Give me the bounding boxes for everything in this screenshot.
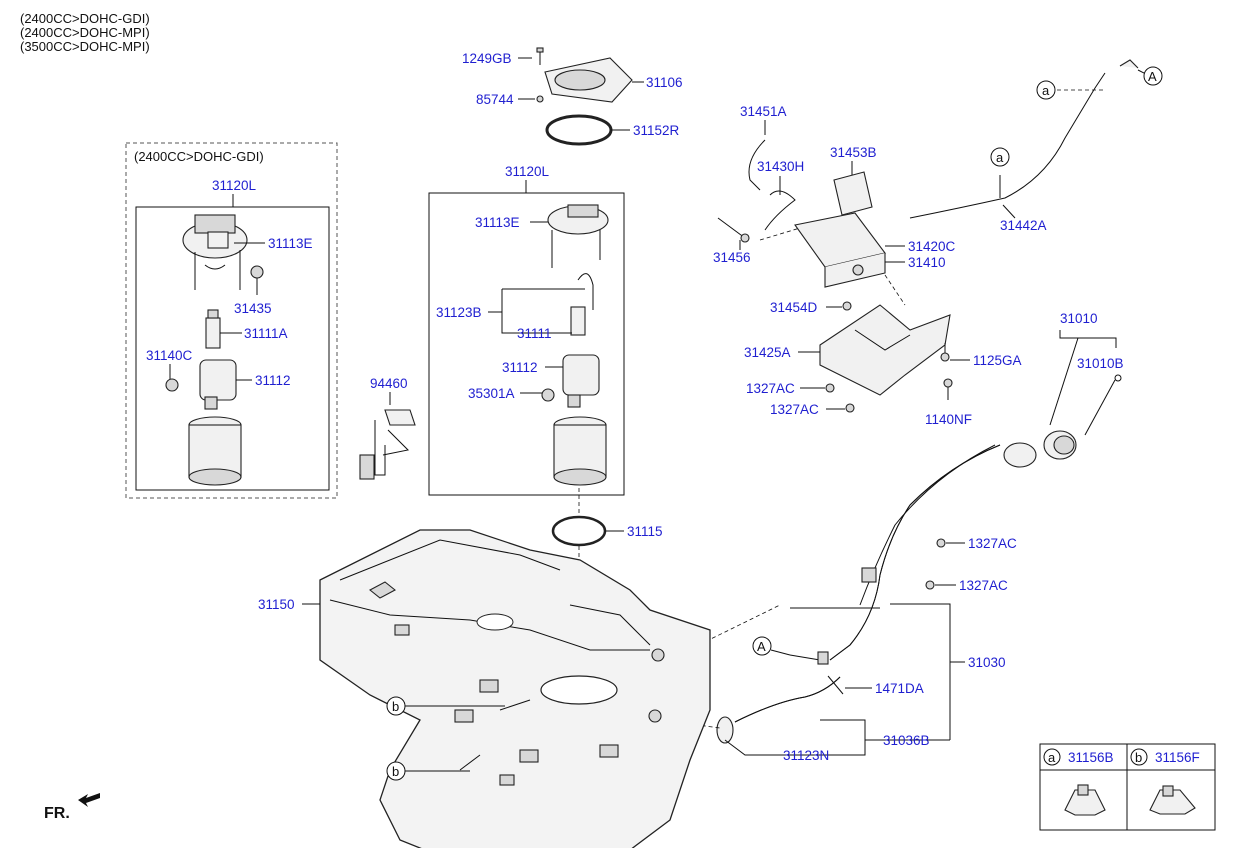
part-1327AC-1[interactable]: 1327AC (746, 381, 795, 396)
hose-31430H (764, 190, 796, 231)
part-94460[interactable]: 94460 (370, 376, 408, 391)
plate-31106 (544, 57, 633, 103)
bolt-1249GB (536, 47, 544, 65)
filter-31453B (833, 171, 873, 216)
engine-variants: (2400CC>DOHC-GDI) (2400CC>DOHC-MPI) (350… (20, 12, 150, 54)
front-label: FR. (44, 805, 70, 822)
gasket-31115 (551, 515, 607, 547)
part-1140NF[interactable]: 1140NF (925, 412, 972, 427)
vapor-tube-31442A (909, 72, 1106, 219)
part-31112-left[interactable]: 31112 (255, 373, 291, 388)
engine-variant-1: (2400CC>DOHC-GDI) (20, 11, 150, 26)
ref-A-bottom: A (757, 639, 766, 654)
part-31111[interactable]: 31111 (517, 326, 552, 341)
ref-a-mid: a (996, 150, 1004, 165)
filter-mid (570, 273, 594, 336)
valve-left (165, 378, 179, 392)
part-1327AC-3[interactable]: 1327AC (968, 536, 1017, 551)
bolt-1140NF (943, 378, 953, 400)
part-31430H[interactable]: 31430H (757, 159, 804, 174)
ring-31152R (545, 114, 613, 146)
left-group-dashed-frame (125, 142, 338, 499)
part-31420C[interactable]: 31420C (908, 239, 956, 254)
part-31030[interactable]: 31030 (968, 655, 1006, 670)
front-arrow-icon (78, 793, 100, 807)
part-31123B[interactable]: 31123B (436, 305, 482, 320)
pump-flange-mid (547, 204, 609, 268)
part-31410[interactable]: 31410 (908, 255, 946, 270)
part-31454D[interactable]: 31454D (770, 300, 818, 315)
legend-part-b[interactable]: 31156F (1155, 750, 1200, 765)
part-31112-mid[interactable]: 31112 (502, 360, 538, 375)
canister-31410 (794, 212, 886, 288)
fuel-sender-94460 (359, 409, 416, 480)
filler-hose-31036B (716, 676, 841, 744)
left-group-caption: (2400CC>DOHC-GDI) (134, 149, 264, 164)
part-31425A[interactable]: 31425A (744, 345, 791, 360)
reservoir-mid (553, 416, 607, 486)
valve-31456 (717, 217, 750, 243)
filler-neck-31030 (790, 442, 1037, 661)
part-31115[interactable]: 31115 (627, 524, 663, 539)
part-31453B[interactable]: 31453B (830, 145, 877, 160)
reservoir-left (188, 416, 242, 486)
ref-b-lower: b (392, 764, 399, 779)
fuel-tank-31150 (319, 529, 711, 848)
legend-ref-a: a (1048, 750, 1056, 765)
pump-flange-left[interactable] (182, 214, 248, 290)
part-31120L-mid[interactable]: 31120L (505, 164, 550, 179)
part-1327AC-2[interactable]: 1327AC (770, 402, 819, 417)
part-31442A[interactable]: 31442A (1000, 218, 1047, 233)
ref-a-top: a (1042, 83, 1050, 98)
part-31150[interactable]: 31150 (258, 597, 295, 612)
clip-31156B-icon (1064, 784, 1106, 816)
legend-part-a[interactable]: 31156B (1068, 750, 1114, 765)
part-31123N[interactable]: 31123N (783, 748, 829, 763)
engine-variant-3: (3500CC>DOHC-MPI) (20, 39, 150, 54)
part-1125GA[interactable]: 1125GA (973, 353, 1022, 368)
part-31456[interactable]: 31456 (713, 250, 751, 265)
part-31140C[interactable]: 31140C (146, 348, 193, 363)
part-31111A[interactable]: 31111A (244, 326, 288, 341)
part-31113E-left[interactable]: 31113E (268, 236, 313, 251)
filter-small-left (205, 309, 221, 349)
part-31435[interactable]: 31435 (234, 301, 272, 316)
ref-b-upper: b (392, 699, 399, 714)
part-1471DA[interactable]: 1471DA (875, 681, 924, 696)
valve-mid (541, 388, 555, 402)
legend-ref-b: b (1135, 750, 1142, 765)
ref-A-top: A (1148, 69, 1157, 84)
hose-31451A (748, 139, 766, 191)
part-31152R[interactable]: 31152R (633, 123, 680, 138)
part-31036B[interactable]: 31036B (883, 733, 930, 748)
clip-31156F-icon (1149, 785, 1196, 815)
clamp-1471DA (827, 675, 844, 695)
part-31120L-left[interactable]: 31120L (212, 178, 257, 193)
clip-legend-box: a 31156B b 31156F (1039, 743, 1216, 831)
bracket-31425A (819, 304, 951, 396)
part-31106[interactable]: 31106 (646, 75, 683, 90)
mid-group-frame (428, 192, 625, 496)
part-85744[interactable]: 85744 (476, 92, 514, 107)
part-31113E-mid[interactable]: 31113E (475, 215, 520, 230)
pump-module-left (199, 359, 237, 410)
fuel-cap-31010 (1043, 374, 1122, 460)
bolt-1125GA (940, 343, 950, 362)
part-1249GB[interactable]: 1249GB (462, 51, 512, 66)
part-31010B[interactable]: 31010B (1077, 356, 1124, 371)
part-31451A[interactable]: 31451A (740, 104, 787, 119)
part-31010[interactable]: 31010 (1060, 311, 1098, 326)
part-35301A[interactable]: 35301A (468, 386, 515, 401)
engine-variant-2: (2400CC>DOHC-MPI) (20, 25, 150, 40)
part-31435-shape (250, 265, 264, 279)
part-1327AC-4[interactable]: 1327AC (959, 578, 1008, 593)
pump-module-mid (562, 354, 600, 408)
